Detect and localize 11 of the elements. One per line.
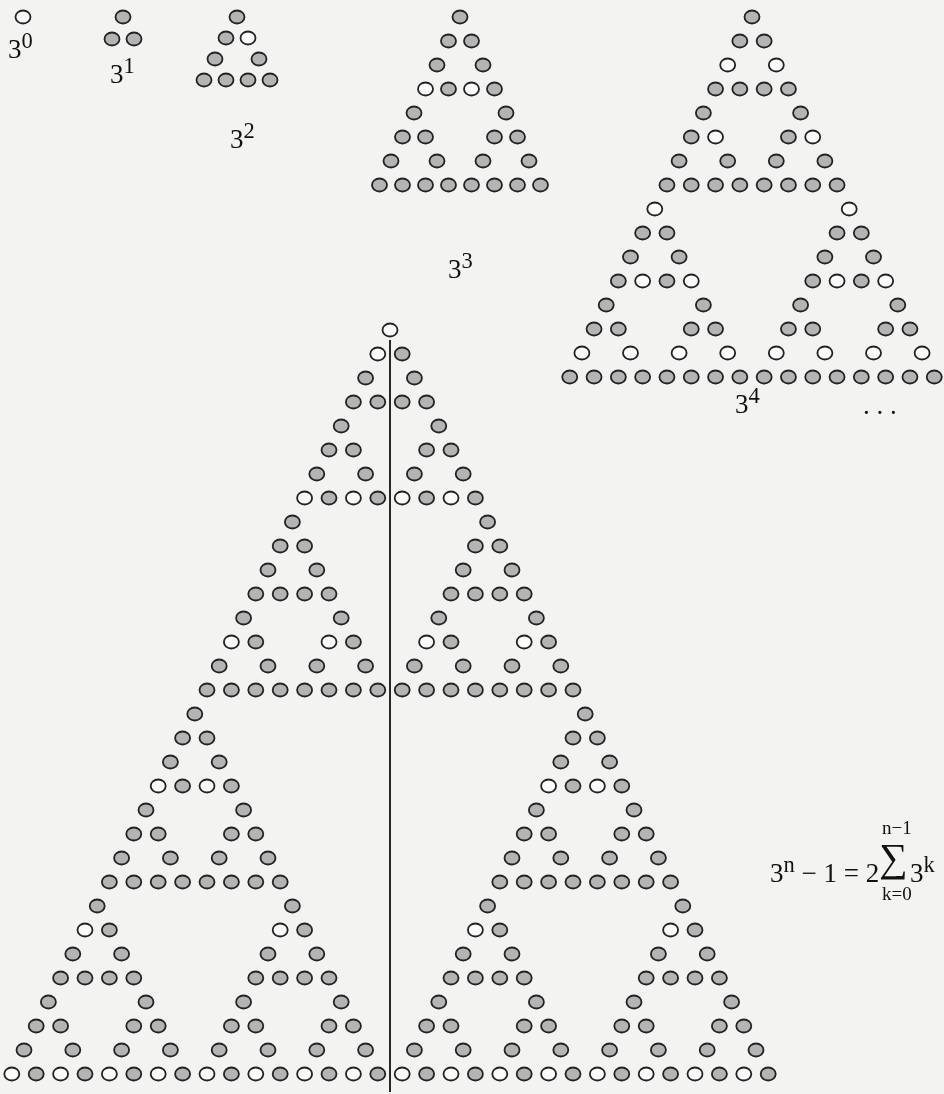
ellipsis-text: . . . [863, 392, 897, 419]
summation-sign: ∑ [879, 838, 908, 878]
exponent-label: 3$^{1}$ [110, 55, 135, 88]
exponent-label: 3$^{2}$ [230, 120, 255, 153]
exponent-label: 3$^{3}$ [448, 250, 473, 283]
exponent-label: 3$^{4}$ [735, 385, 760, 418]
exponent-label: 3$^{0}$ [8, 30, 33, 63]
summation-limit: n−1 [882, 818, 912, 837]
formula-text: 3$^{k}$ [910, 854, 935, 887]
formula-text: 3$^{n}$ − 1 = 2 [770, 854, 880, 887]
summation-limit: k=0 [882, 884, 912, 903]
